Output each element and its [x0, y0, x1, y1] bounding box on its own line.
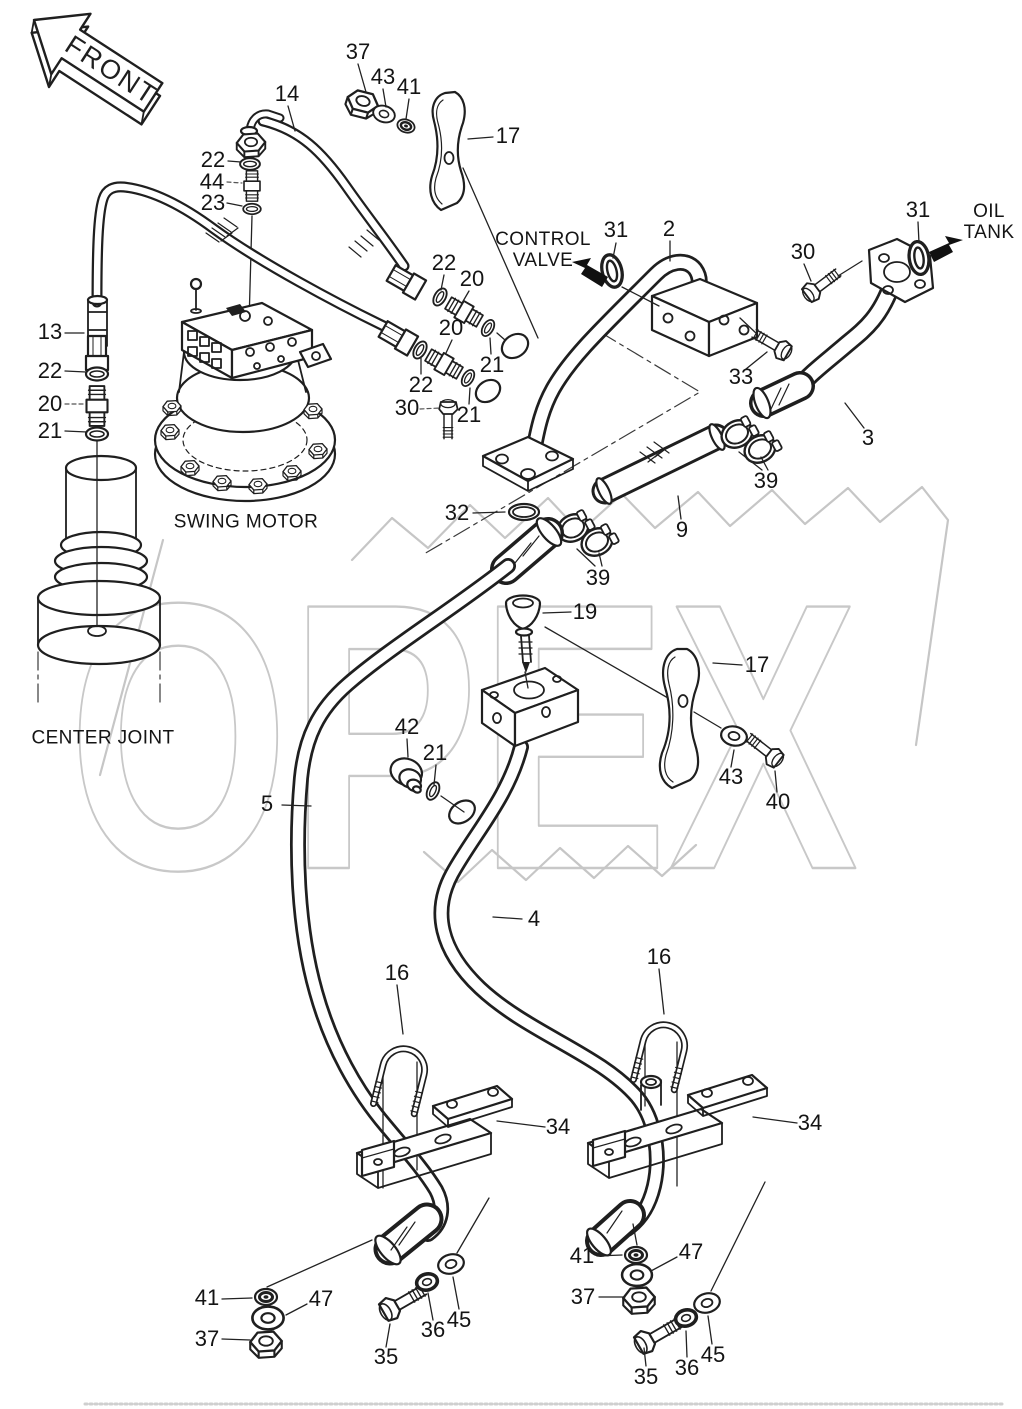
plug-42	[389, 757, 424, 794]
oil-tank-arrow-icon	[929, 236, 963, 262]
hose-end-left	[373, 1202, 444, 1266]
clamp-assembly-left	[355, 1044, 514, 1189]
callout-39: 39	[753, 468, 779, 493]
clamp-assembly-right	[586, 1020, 769, 1187]
hose-9	[551, 411, 785, 563]
hose-13	[91, 181, 402, 338]
callout-34: 34	[545, 1114, 571, 1139]
callout-22: 22	[431, 250, 457, 275]
callout-19: 19	[572, 599, 598, 624]
callout-33: 33	[728, 364, 754, 389]
callout-32: 32	[444, 500, 470, 525]
callout-31: 31	[603, 217, 629, 242]
callout-31: 31	[905, 197, 931, 222]
annotation-swing-motor: SWING MOTOR	[173, 511, 319, 533]
callout-42: 42	[394, 714, 420, 739]
annotation-center-joint: CENTER JOINT	[31, 727, 175, 749]
callout-35: 35	[633, 1364, 659, 1389]
callout-16: 16	[646, 944, 672, 969]
callout-17: 17	[495, 123, 521, 148]
callout-34: 34	[797, 1110, 823, 1135]
center-joint-drawing	[36, 454, 162, 707]
callout-14: 14	[274, 81, 300, 106]
callout-16: 16	[384, 960, 410, 985]
pipe-5	[290, 517, 564, 1242]
callout-37: 37	[570, 1284, 596, 1309]
callout-23: 23	[200, 190, 226, 215]
callout-22: 22	[37, 358, 63, 383]
hose-14	[235, 109, 410, 272]
callout-40: 40	[765, 789, 791, 814]
fitting-chains	[84, 85, 933, 1359]
callout-36: 36	[420, 1317, 446, 1342]
vent-valve-19	[480, 594, 580, 748]
callout-13: 13	[37, 319, 63, 344]
callout-41: 41	[194, 1285, 220, 1310]
callout-5: 5	[260, 791, 274, 816]
callout-45: 45	[446, 1307, 472, 1332]
callout-30: 30	[394, 395, 420, 420]
bracket-17-top	[429, 90, 466, 212]
callout-47: 47	[678, 1239, 704, 1264]
callout-45: 45	[700, 1342, 726, 1367]
hose-end-right	[585, 1199, 646, 1257]
callout-21: 21	[456, 402, 482, 427]
leader-lines	[64, 63, 920, 1367]
callout-37: 37	[345, 39, 371, 64]
callout-43: 43	[370, 64, 396, 89]
callout-30: 30	[790, 239, 816, 264]
callout-4: 4	[527, 906, 541, 931]
callout-36: 36	[674, 1355, 700, 1380]
callout-21: 21	[422, 740, 448, 765]
callout-9: 9	[675, 517, 689, 542]
callout-22: 22	[408, 372, 434, 397]
callout-20: 20	[459, 266, 485, 291]
callout-47: 47	[308, 1286, 334, 1311]
pipe-2	[474, 253, 759, 492]
callout-3: 3	[861, 425, 875, 450]
callout-41: 41	[569, 1243, 595, 1268]
callout-41: 41	[396, 74, 422, 99]
callout-21: 21	[479, 352, 505, 377]
callout-2: 2	[662, 216, 676, 241]
callout-22: 22	[200, 147, 226, 172]
swing-motor-drawing	[153, 277, 337, 503]
callout-21: 21	[37, 418, 63, 443]
callout-37: 37	[194, 1326, 220, 1351]
callout-43: 43	[718, 764, 744, 789]
control-valve-arrow-icon	[572, 258, 608, 287]
callout-39: 39	[585, 565, 611, 590]
callout-20: 20	[438, 315, 464, 340]
callout-44: 44	[199, 169, 225, 194]
callout-20: 20	[37, 391, 63, 416]
callout-17: 17	[744, 652, 770, 677]
callout-35: 35	[373, 1344, 399, 1369]
bracket-17-mid	[658, 647, 701, 790]
